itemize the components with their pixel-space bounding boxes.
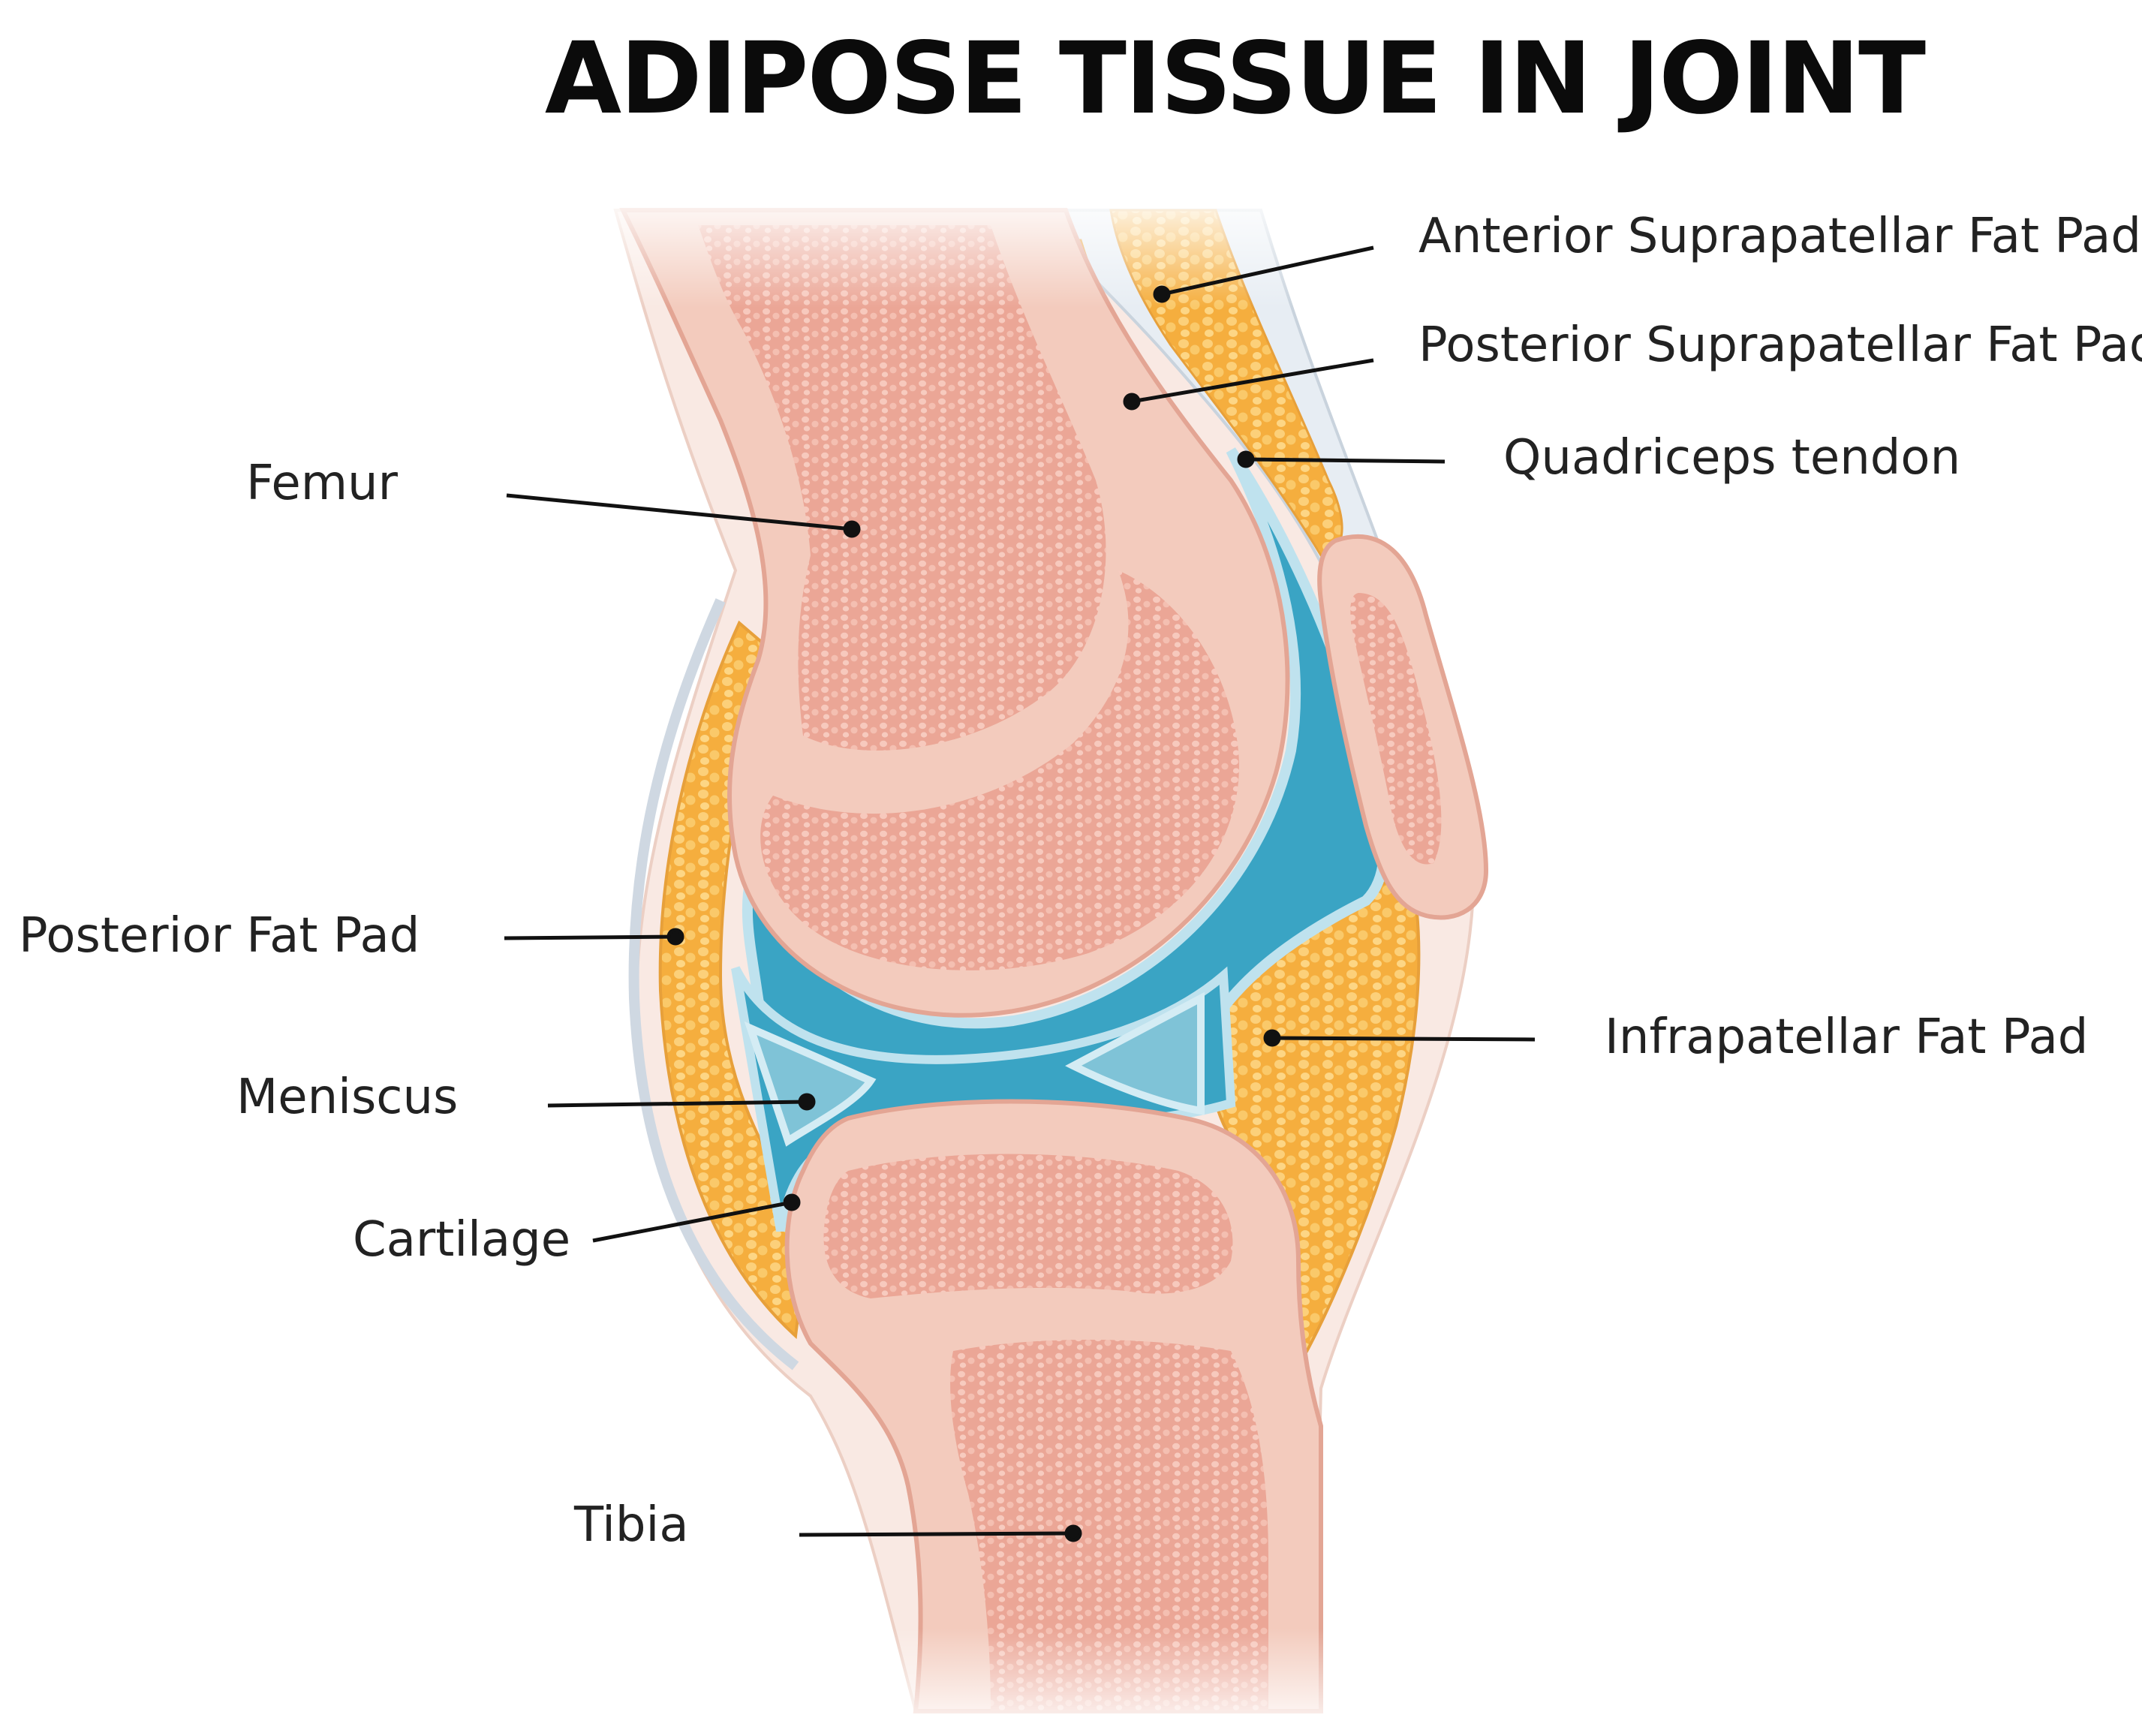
dot-femur — [843, 520, 861, 538]
leader-tibia — [799, 1531, 1074, 1537]
label-anterior-suprapatellar-fat-pad: Anterior Suprapatellar Fat Pad — [1418, 209, 2141, 264]
label-cartilage: Cartilage — [353, 1212, 571, 1268]
leader-cartilage — [592, 1200, 793, 1243]
leader-quadriceps — [1245, 457, 1446, 464]
dot-meniscus — [798, 1093, 816, 1111]
patella-marrow — [1350, 593, 1442, 865]
dot-posterior-suprapatellar — [1123, 393, 1141, 411]
dot-anterior-suprapatellar — [1153, 285, 1171, 303]
femur-marrow-condyle — [760, 570, 1239, 970]
label-quadriceps-tendon: Quadriceps tendon — [1503, 430, 1961, 486]
femur-marrow-shaft — [698, 225, 1106, 751]
diagram-title: ADIPOSE TISSUE IN JOINT — [544, 21, 1926, 137]
label-meniscus: Meniscus — [236, 1070, 459, 1125]
label-posterior-suprapatellar-fat-pad: Posterior Suprapatellar Fat Pad — [1418, 317, 2142, 373]
posterior-capsule — [628, 598, 799, 1370]
dot-cartilage — [783, 1193, 801, 1211]
leader-posterior-fat-pad — [504, 934, 676, 940]
label-posterior-fat-pad: Posterior Fat Pad — [19, 908, 420, 964]
label-femur: Femur — [246, 456, 398, 511]
leader-posterior-suprapatellar — [1131, 358, 1374, 404]
leader-meniscus — [547, 1100, 808, 1108]
tibia-marrow-shaft — [950, 1340, 1268, 1711]
tibia-marrow-epiphysis — [823, 1154, 1233, 1298]
leader-lines — [504, 245, 1536, 1542]
leader-infrapatellar — [1271, 1036, 1536, 1042]
dot-quadriceps — [1237, 450, 1255, 468]
dot-infrapatellar — [1263, 1029, 1281, 1047]
meniscus-anterior-shape — [1065, 991, 1205, 1115]
dot-posterior-fat-pad — [666, 928, 684, 946]
meniscus-posterior-shape — [744, 1021, 877, 1147]
label-tibia: Tibia — [574, 1497, 689, 1553]
label-infrapatellar-fat-pad: Infrapatellar Fat Pad — [1605, 1009, 2089, 1065]
leader-femur — [506, 493, 853, 531]
posterior-fat-pad-region — [658, 620, 813, 1340]
leader-anterior-suprapatellar — [1161, 245, 1374, 296]
dot-tibia — [1064, 1524, 1082, 1542]
